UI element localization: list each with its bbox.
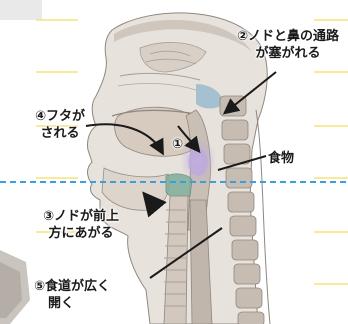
head-silhouette: [87, 12, 268, 324]
label-esophagus-line1: ⑤食道が広く: [34, 279, 111, 294]
larynx: [165, 173, 193, 199]
label-food: 食物: [268, 151, 295, 166]
arrow-nose-passage: [222, 71, 277, 115]
label-throat-up-line1: ③ノドが前上: [42, 209, 119, 224]
arrow-lid: [85, 123, 164, 156]
arrow-esophagus: [149, 227, 223, 279]
label-nose-passage: ②ノドと鼻の通路 が塞がれる: [232, 28, 344, 62]
label-nose-passage-line1: ②ノドと鼻の通路: [236, 29, 339, 44]
guide-lines: [36, 19, 348, 285]
arrow-food-down: [177, 125, 201, 154]
label-lid: ④フタが される: [20, 108, 100, 142]
left-page-strip: [0, 0, 42, 324]
label-esophagus-line2: 開く: [48, 296, 75, 311]
label-esophagus: ⑤食道が広く 開く: [34, 278, 144, 312]
arrow-food: [217, 155, 267, 171]
label-step1: ①: [172, 137, 184, 152]
arrow-throat-up: [142, 191, 167, 218]
label-lid-line2: される: [40, 126, 80, 141]
label-throat-up: ③ノドが前上 方にあがる: [26, 208, 136, 242]
label-throat-up-line2: 方にあがる: [48, 226, 114, 241]
label-nose-passage-line2: が塞がれる: [255, 46, 321, 61]
nasopharynx: [196, 84, 224, 109]
label-lid-line1: ④フタが: [34, 109, 85, 124]
esophagus: [189, 199, 213, 324]
arrows: [85, 71, 277, 279]
